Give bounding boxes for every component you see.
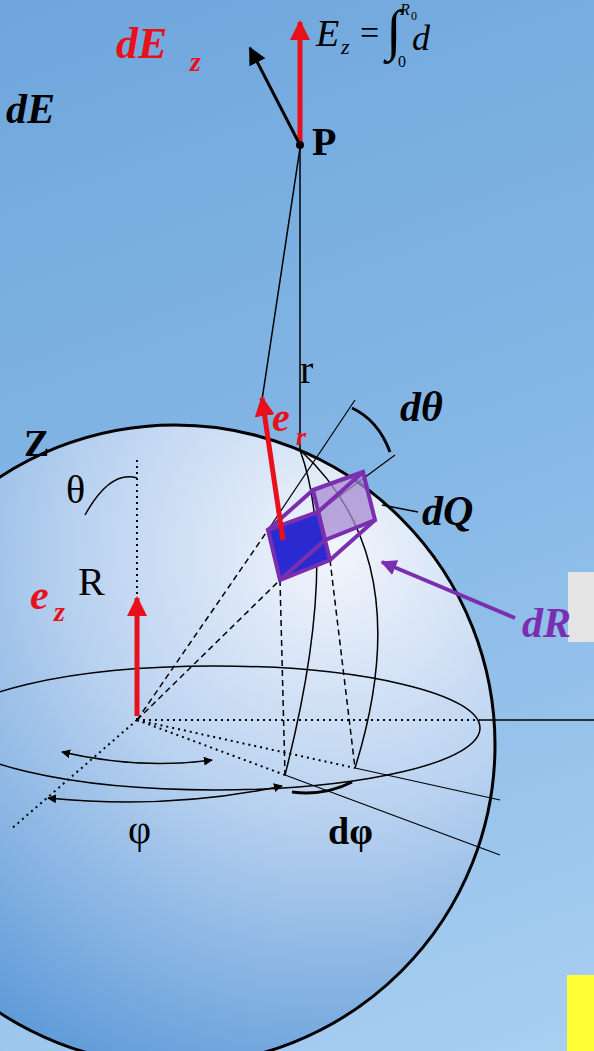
dE-vector bbox=[250, 48, 300, 145]
radius-label: R bbox=[78, 562, 105, 602]
vector-label: e bbox=[30, 574, 49, 616]
volume-label: dR bbox=[522, 602, 571, 644]
z-axis-dotted bbox=[136, 460, 138, 720]
formula-symbol: ∫ bbox=[386, 2, 401, 58]
projection-line bbox=[285, 775, 500, 855]
dEz-vector bbox=[298, 22, 303, 145]
subscript: z bbox=[190, 48, 201, 76]
projection-dotted bbox=[137, 720, 285, 775]
radius-dashed bbox=[137, 530, 268, 720]
formula-symbol: d bbox=[412, 20, 430, 56]
axis-label: Z bbox=[24, 424, 49, 462]
z-axis bbox=[299, 148, 301, 450]
projection-dotted bbox=[137, 720, 355, 768]
subscript: z bbox=[341, 36, 350, 58]
charge-label: dQ bbox=[422, 490, 473, 532]
angle-label: φ bbox=[128, 810, 151, 850]
volume-element bbox=[268, 472, 375, 580]
vector-label: dE bbox=[116, 22, 167, 66]
dR-arrow bbox=[382, 562, 515, 618]
grey-panel bbox=[568, 572, 594, 642]
formula-limit: 0 bbox=[398, 54, 406, 70]
vertical-dashed bbox=[280, 580, 285, 775]
point-label: P bbox=[312, 122, 336, 162]
vector-label: dE bbox=[6, 88, 55, 130]
distance-label: r bbox=[300, 350, 313, 390]
vector-label: e bbox=[272, 398, 290, 438]
phi-arrow bbox=[62, 752, 212, 764]
leader-line bbox=[382, 505, 418, 512]
angle-label: dφ bbox=[328, 812, 373, 850]
yellow-panel bbox=[567, 975, 594, 1051]
x-axis bbox=[480, 719, 594, 721]
point-p bbox=[296, 141, 304, 149]
projection-line bbox=[355, 768, 500, 800]
vertical-dashed bbox=[330, 560, 355, 768]
formula-symbol: E bbox=[316, 14, 339, 52]
formula-limit: R bbox=[400, 2, 410, 18]
formula-symbol: = bbox=[360, 16, 379, 50]
dtheta-arc bbox=[352, 408, 390, 452]
ez-vector bbox=[135, 598, 140, 716]
dphi-arc bbox=[292, 782, 352, 793]
y-axis-dotted bbox=[10, 720, 137, 830]
subscript: z bbox=[54, 598, 65, 626]
radius-dashed bbox=[137, 580, 280, 720]
sphere-outline bbox=[0, 425, 495, 1051]
phi-arrow bbox=[48, 786, 282, 802]
x-axis-dotted bbox=[137, 719, 480, 721]
r-line bbox=[262, 148, 300, 400]
equator-ellipse bbox=[0, 666, 480, 790]
theta-arc bbox=[85, 477, 137, 515]
subscript: r bbox=[296, 424, 306, 450]
meridian bbox=[300, 450, 378, 768]
angle-label: θ bbox=[66, 470, 85, 510]
angle-label: dθ bbox=[400, 386, 443, 428]
